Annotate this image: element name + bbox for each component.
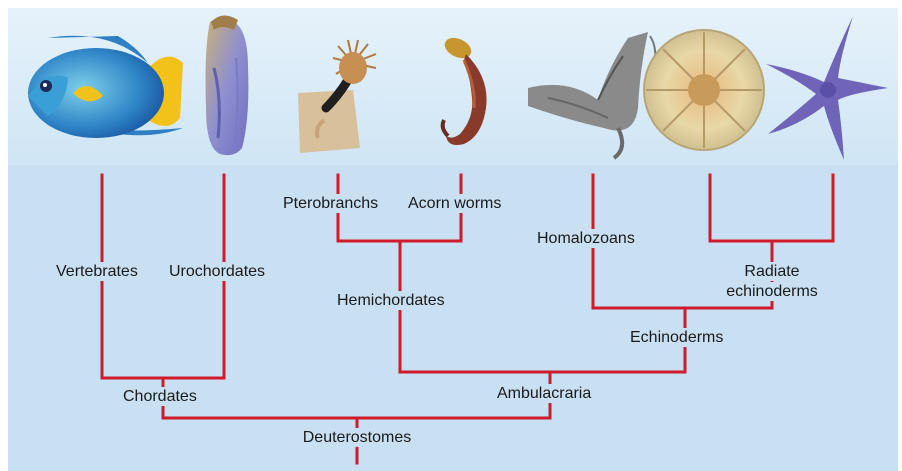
label-radiate-line2: echinoderms — [723, 282, 821, 301]
label-homalozoans: Homalozoans — [534, 229, 638, 248]
label-acorn-worms: Acorn worms — [405, 194, 504, 213]
label-radiate-line1: Radiate — [741, 262, 802, 281]
label-vertebrates: Vertebrates — [53, 262, 141, 281]
label-urochordates: Urochordates — [166, 262, 268, 281]
label-chordates: Chordates — [120, 387, 200, 406]
label-ambulacraria: Ambulacraria — [494, 384, 594, 403]
label-pterobranchs: Pterobranchs — [280, 194, 381, 213]
label-deuterostomes: Deuterostomes — [300, 428, 415, 447]
label-hemichordates: Hemichordates — [334, 291, 448, 310]
label-echinoderms: Echinoderms — [627, 328, 726, 347]
